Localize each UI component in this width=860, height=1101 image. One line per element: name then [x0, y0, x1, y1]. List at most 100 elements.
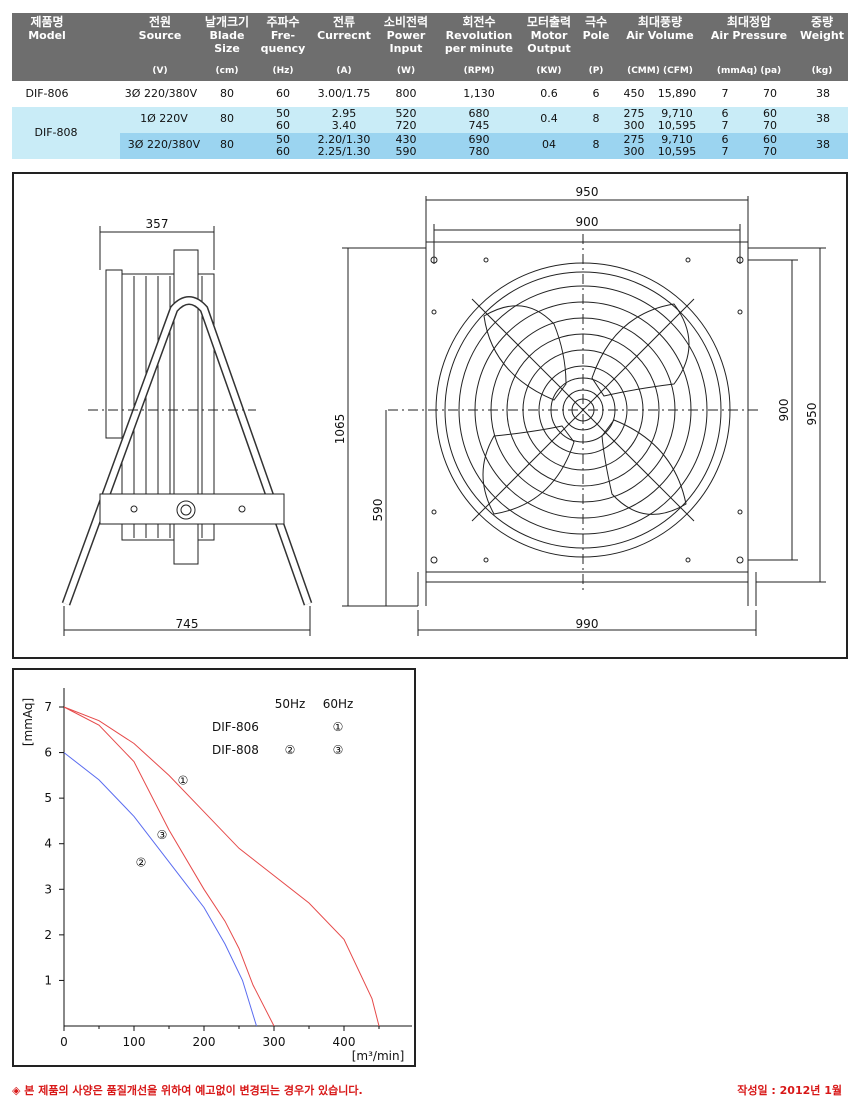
header-ko: 전류	[332, 15, 356, 29]
dim-1065: 1065	[333, 414, 347, 445]
cell-cfm: 9,710 10,595	[657, 133, 697, 158]
series-line	[63, 706, 275, 1027]
cell-pa: 70	[763, 87, 777, 100]
cell-weight: 38	[816, 87, 830, 100]
y-tick-label: 2	[44, 928, 52, 942]
cell-pole: 8	[592, 138, 600, 151]
front-view	[342, 196, 826, 636]
cell-mmaq: 6 7	[721, 133, 729, 158]
cell-cmm: 275 300	[623, 133, 645, 158]
bolt	[238, 505, 246, 513]
cell-mmaq: 7	[721, 87, 729, 100]
spec-table: 제품명 Model 전원 Source (V) 날개크기 Blade Size …	[12, 13, 848, 161]
table-row	[120, 107, 848, 133]
cell-current: 2.95 3.40	[331, 107, 357, 132]
legend-marker: ③	[333, 743, 344, 757]
legend-marker: ①	[333, 720, 344, 734]
cell-model: DIF-808	[34, 126, 78, 139]
frame-plate	[425, 241, 749, 573]
header-unit: (RPM)	[463, 66, 495, 76]
cell-cmm: 450	[623, 87, 645, 100]
fan-blade	[601, 419, 687, 515]
header-en: Revolution per minute	[444, 29, 514, 55]
legend-marker: ②	[285, 743, 296, 757]
header-en: Model	[28, 29, 66, 42]
dim-590: 590	[371, 499, 385, 522]
cell-blade: 80	[220, 112, 234, 125]
header-air-pressure: 최대정압 Air Pressure (mmAq) (pa)	[704, 13, 794, 81]
x-tick-label: 0	[60, 1035, 68, 1049]
legend-col-50hz: 50Hz	[275, 697, 306, 711]
x-axis-label: [m³/min]	[352, 1049, 405, 1063]
cell-output: 04	[542, 138, 556, 151]
cell-freq: 60	[276, 87, 290, 100]
y-axis-label: [mmAq]	[21, 698, 35, 746]
dim-990: 990	[576, 617, 599, 631]
bolt	[130, 505, 138, 513]
table-row	[12, 81, 848, 107]
cell-mmaq: 6 7	[721, 107, 729, 132]
header-weight: 중량 Weight (kg)	[796, 13, 848, 81]
header-unit: (P)	[588, 66, 604, 76]
y-tick-label: 6	[44, 746, 52, 760]
header-power: 소비전력 Power Input (W)	[376, 13, 436, 81]
header-en: Fre-quency	[260, 29, 306, 55]
header-unit: (A)	[336, 66, 352, 76]
header-unit: (Hz)	[272, 66, 294, 76]
cell-output: 0.6	[540, 87, 558, 100]
y-tick-label: 1	[44, 973, 52, 987]
header-unit: (mmAq) (pa)	[716, 66, 782, 76]
cell-power: 520 720	[395, 107, 417, 132]
series-line	[63, 706, 380, 1027]
cell-current: 2.20/1.30 2.25/1.30	[317, 133, 371, 158]
cell-cfm: 15,890	[657, 87, 697, 100]
cell-weight: 38	[816, 138, 830, 151]
y-tick-label: 3	[44, 882, 52, 896]
cell-rpm: 1,130	[463, 87, 495, 100]
cell-pa: 60 70	[763, 107, 777, 132]
cell-rpm: 680 745	[468, 107, 490, 132]
x-tick-label: 200	[193, 1035, 216, 1049]
header-unit: (kg)	[811, 66, 833, 76]
header-en: Motor Output	[527, 29, 571, 55]
footnote: ◈ 본 제품의 사양은 품질개선을 위하여 예고없이 변경되는 경우가 있습니다…	[12, 1084, 363, 1097]
table-header	[12, 13, 848, 81]
series-line	[63, 752, 257, 1027]
cell-rpm: 690 780	[468, 133, 490, 158]
fan-blade	[482, 425, 575, 515]
header-ko: 주파수	[266, 15, 300, 29]
header-ko: 모터출력	[526, 15, 572, 29]
dim-950-top: 950	[576, 185, 599, 199]
header-unit: (W)	[396, 66, 416, 76]
side-view	[61, 226, 313, 636]
header-pole: 극수 Pole (P)	[580, 13, 612, 81]
cell-model: DIF-806	[25, 87, 69, 100]
cell-power: 800	[395, 87, 417, 100]
header-en: Currecnt	[317, 29, 371, 42]
cell-pole: 8	[592, 112, 600, 125]
header-en: Weight	[800, 29, 844, 42]
fan-blade	[591, 303, 690, 397]
legend-col-60hz: 60Hz	[323, 697, 354, 711]
dim-357: 357	[146, 217, 169, 231]
dim-950-side: 950	[805, 403, 819, 426]
header-en: Air Volume	[626, 29, 694, 42]
x-tick-label: 100	[123, 1035, 146, 1049]
knob	[176, 500, 196, 520]
header-source: 전원 Source (V)	[118, 13, 202, 81]
cell-source: 3Ø 220/380V	[124, 87, 198, 100]
y-tick-label: 5	[44, 791, 52, 805]
cell-pole: 6	[592, 87, 600, 100]
chart-series: ① ③ ②	[63, 706, 380, 1027]
header-unit: (CMM) (CFM)	[627, 66, 693, 76]
series-label: ③	[157, 828, 168, 842]
written-date: 작성일 : 2012년 1월	[737, 1084, 842, 1097]
header-en: Power Input	[386, 29, 426, 55]
series-label: ①	[178, 773, 189, 787]
cell-source: 3Ø 220/380V	[127, 138, 201, 151]
cross-bar	[99, 493, 285, 525]
cell-freq: 50 60	[276, 133, 290, 158]
header-ko: 중량	[810, 15, 834, 29]
